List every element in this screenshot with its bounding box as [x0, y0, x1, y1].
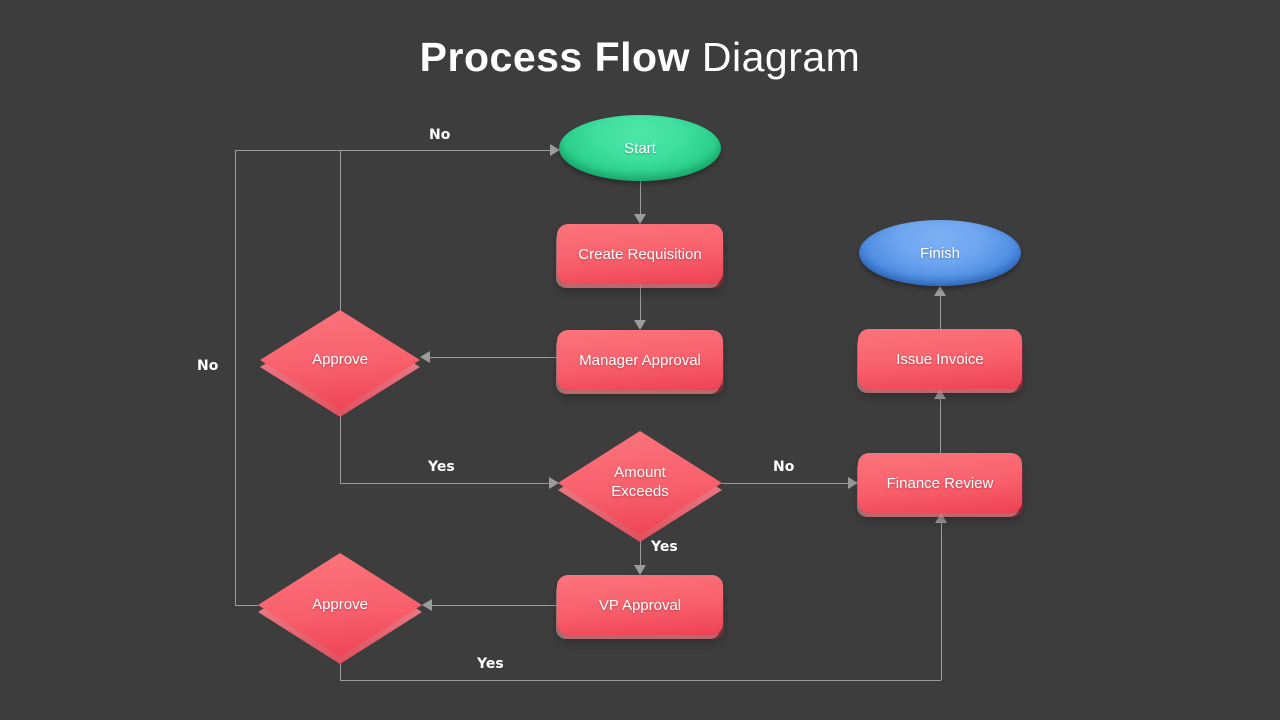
edge-label-yes-amount: Yes — [651, 539, 678, 555]
node-create-requisition: Create Requisition — [557, 224, 723, 284]
arrow-up-icon — [934, 389, 946, 399]
connector-line — [429, 357, 557, 358]
edge-label-yes-bottom: Yes — [477, 656, 504, 672]
node-approve-vp: Approve — [258, 553, 422, 664]
connector-line — [235, 150, 551, 151]
edge-label-no-amount: No — [773, 459, 795, 475]
node-issue-invoice-label: Issue Invoice — [896, 350, 984, 368]
connector-line — [940, 398, 941, 453]
connector-line — [940, 295, 941, 329]
arrow-right-icon — [549, 477, 559, 489]
node-issue-invoice: Issue Invoice — [858, 329, 1022, 389]
connector-line — [340, 410, 341, 483]
title-emphasis: Process Flow — [419, 34, 690, 80]
node-approve-manager-label: Approve — [312, 350, 368, 368]
node-vp-approval-label: VP Approval — [598, 596, 682, 614]
node-approve-manager: Approve — [260, 310, 420, 417]
connector-line — [722, 483, 849, 484]
arrow-left-icon — [422, 599, 432, 611]
arrow-down-icon — [634, 214, 646, 224]
arrow-down-icon — [634, 565, 646, 575]
page-title: Process Flow Diagram — [0, 34, 1280, 81]
edge-label-no-top: No — [429, 127, 451, 143]
connector-line — [235, 150, 236, 605]
node-finance-review-label: Finance Review — [886, 474, 994, 492]
connector-line — [340, 150, 341, 310]
connector-line — [640, 284, 641, 322]
arrow-up-icon — [935, 513, 947, 523]
connector-line — [941, 522, 942, 680]
connector-line — [340, 657, 341, 680]
node-approve-vp-label: Approve — [312, 595, 368, 613]
connector-line — [340, 680, 941, 681]
connector-line — [235, 605, 258, 606]
arrow-down-icon — [634, 320, 646, 330]
arrow-up-icon — [934, 286, 946, 296]
edge-label-no-left: No — [197, 358, 219, 374]
connector-line — [640, 181, 641, 217]
node-manager-approval-label: Manager Approval — [579, 351, 701, 369]
arrow-right-icon — [848, 477, 858, 489]
node-create-requisition-label: Create Requisition — [578, 245, 702, 263]
node-finish: Finish — [859, 220, 1021, 286]
connector-line — [640, 535, 641, 566]
node-amount-exceeds: Amount Exceeds — [558, 431, 722, 542]
node-start: Start — [559, 115, 721, 181]
edge-label-yes-approve: Yes — [428, 459, 455, 475]
node-vp-approval: VP Approval — [557, 575, 723, 635]
node-finance-review: Finance Review — [858, 453, 1022, 513]
arrow-right-icon — [550, 144, 560, 156]
node-amount-exceeds-label: Amount Exceeds — [611, 464, 669, 500]
node-manager-approval: Manager Approval — [557, 330, 723, 390]
arrow-left-icon — [420, 351, 430, 363]
connector-line — [431, 605, 557, 606]
title-rest: Diagram — [690, 34, 861, 80]
connector-line — [340, 483, 549, 484]
node-start-label: Start — [624, 139, 656, 157]
node-finish-label: Finish — [919, 244, 960, 262]
